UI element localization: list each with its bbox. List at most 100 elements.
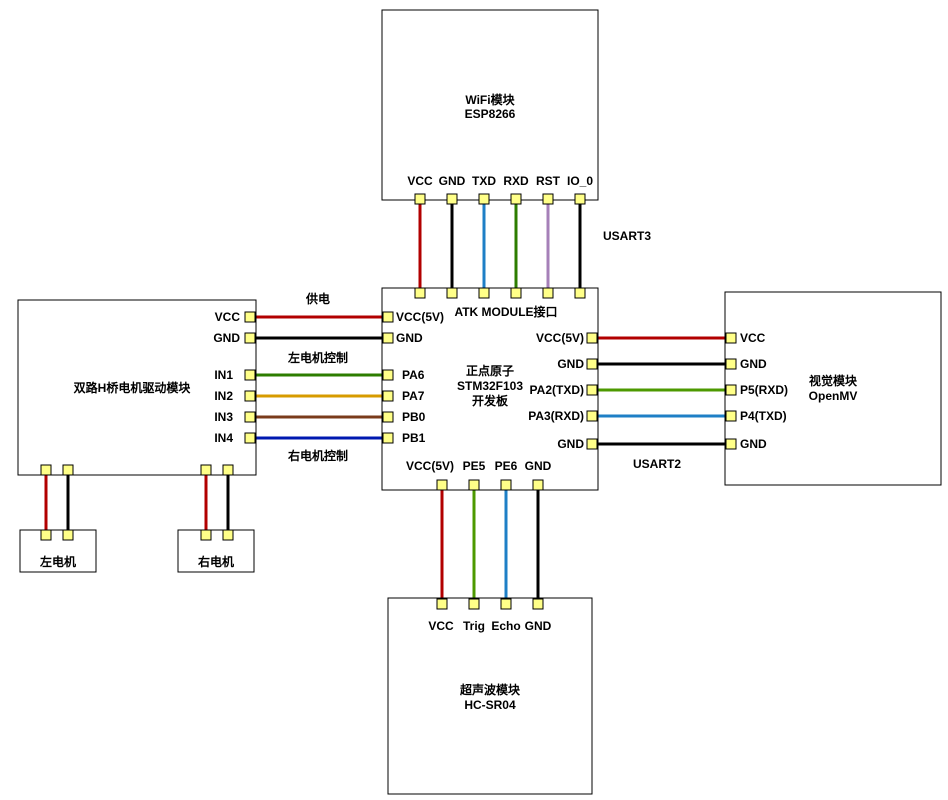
stm32-bottom-pin: [500, 479, 512, 491]
hbridge-pin-label: IN2: [214, 389, 233, 403]
openmv-pin: [725, 332, 737, 344]
stm32-right-pin: [586, 332, 598, 344]
hbridge-motor-pin: [40, 464, 52, 476]
wires: [44, 200, 730, 604]
wifi-pin-label: TXD: [472, 174, 496, 188]
wifi-pin: [510, 193, 522, 205]
right-motor: 右电机: [177, 529, 255, 573]
wifi-pin: [414, 193, 426, 205]
stm32-right-pin-label: GND: [557, 437, 584, 451]
openmv-pin: [725, 410, 737, 422]
stm32-top-pin: [478, 287, 490, 299]
hbridge-module: 双路H桥电机驱动模块 VCC GND IN1 IN2 IN3 IN4: [17, 299, 257, 476]
stm32-right-pin-label: PA2(TXD): [530, 383, 584, 397]
wifi-pin: [478, 193, 490, 205]
stm32-subtitle: 开发板: [472, 393, 509, 408]
stm32-right-pin-label: PA3(RXD): [528, 409, 584, 423]
hbridge-pin: [244, 390, 256, 402]
stm32-bottom-pin-label: VCC(5V): [406, 459, 454, 473]
ultrasonic-pin: [500, 598, 512, 610]
stm32-top-pin: [414, 287, 426, 299]
hbridge-pin-label: IN4: [214, 431, 233, 445]
stm32-left-pin: [382, 369, 394, 381]
stm32-model: STM32F103: [457, 379, 523, 393]
stm32-right-pin-label: GND: [557, 357, 584, 371]
wifi-pin: [446, 193, 458, 205]
stm32-bottom-pin: [468, 479, 480, 491]
wifi-pin: [542, 193, 554, 205]
stm32-left-pin: [382, 311, 394, 323]
stm32-left-pin-label: PA7: [402, 389, 425, 403]
ultrasonic-pin: [468, 598, 480, 610]
wifi-subtitle: ESP8266: [465, 107, 516, 121]
stm32-bottom-pin: [532, 479, 544, 491]
hbridge-pin: [244, 411, 256, 423]
usart2-label: USART2: [633, 457, 681, 471]
ultrasonic-pin: [436, 598, 448, 610]
stm32-right-pin: [586, 358, 598, 370]
hbridge-pin: [244, 311, 256, 323]
openmv-pin: [725, 358, 737, 370]
stm32-left-pin-label: GND: [396, 331, 423, 345]
stm32-right-pin: [586, 384, 598, 396]
left-motor-pin: [40, 529, 52, 541]
wifi-pin-label: GND: [439, 174, 466, 188]
stm32-bottom-pin-label: PE5: [463, 459, 486, 473]
stm32-left-pin: [382, 332, 394, 344]
stm32-board: ATK MODULE接口 VCC(5V) GND PA6 PA7 PB0 PB1…: [381, 287, 599, 491]
wifi-pin: [574, 193, 586, 205]
openmv-pin-label: P4(TXD): [740, 409, 787, 423]
stm32-left-pin-label: PB0: [402, 410, 426, 424]
openmv-pin-label: GND: [740, 437, 767, 451]
hbridge-pin: [244, 369, 256, 381]
right-motor-control-label: 右电机控制: [287, 448, 348, 463]
usart3-label: USART3: [603, 229, 651, 243]
hbridge-pin-label: IN1: [214, 368, 233, 382]
ultrasonic-pin: [532, 598, 544, 610]
stm32-right-pin-label: VCC(5V): [536, 331, 584, 345]
stm32-top-pin: [574, 287, 586, 299]
hbridge-pin: [244, 332, 256, 344]
stm32-top-pin: [446, 287, 458, 299]
ultrasonic-pin-label: Echo: [491, 619, 520, 633]
stm32-right-pin: [586, 410, 598, 422]
openmv-pin-label: P5(RXD): [740, 383, 788, 397]
stm32-left-pin-label: PA6: [402, 368, 425, 382]
wifi-pin-label: RST: [536, 174, 561, 188]
stm32-bottom-pin-label: GND: [525, 459, 552, 473]
openmv-pin: [725, 384, 737, 396]
stm32-title: 正点原子: [466, 363, 514, 378]
hbridge-pin-label: GND: [213, 331, 240, 345]
wifi-pin-label: IO_0: [567, 174, 593, 188]
wifi-pin-label: RXD: [503, 174, 529, 188]
openmv-title: 视觉模块: [809, 373, 858, 388]
stm32-right-pin: [586, 438, 598, 450]
openmv-pin: [725, 438, 737, 450]
wifi-pin-label: VCC: [407, 174, 433, 188]
hbridge-pin-label: VCC: [215, 310, 241, 324]
openmv-subtitle: OpenMV: [809, 389, 858, 403]
wifi-module: WiFi模块 ESP8266 VCC GND TXD RXD RST IO_0: [381, 9, 599, 205]
left-motor-pin: [62, 529, 74, 541]
right-motor-label: 右电机: [197, 554, 234, 569]
openmv-pin-label: VCC: [740, 331, 766, 345]
left-motor-label: 左电机: [39, 554, 76, 569]
stm32-bottom-pin: [436, 479, 448, 491]
ultrasonic-title: 超声波模块: [459, 682, 521, 697]
power-label: 供电: [305, 291, 330, 306]
stm32-top-pin: [510, 287, 522, 299]
hbridge-pin: [244, 432, 256, 444]
stm32-top-pin: [542, 287, 554, 299]
stm32-left-pin: [382, 390, 394, 402]
stm32-left-pin-label: PB1: [402, 431, 426, 445]
stm32-header: ATK MODULE接口: [454, 304, 557, 319]
hbridge-motor-pin: [62, 464, 74, 476]
ultrasonic-pin-label: Trig: [463, 619, 485, 633]
stm32-left-pin: [382, 432, 394, 444]
ultrasonic-module: VCC Trig Echo GND 超声波模块 HC-SR04: [387, 597, 593, 795]
right-motor-pin: [200, 529, 212, 541]
stm32-left-pin: [382, 411, 394, 423]
ultrasonic-subtitle: HC-SR04: [464, 698, 516, 712]
openmv-pin-label: GND: [740, 357, 767, 371]
